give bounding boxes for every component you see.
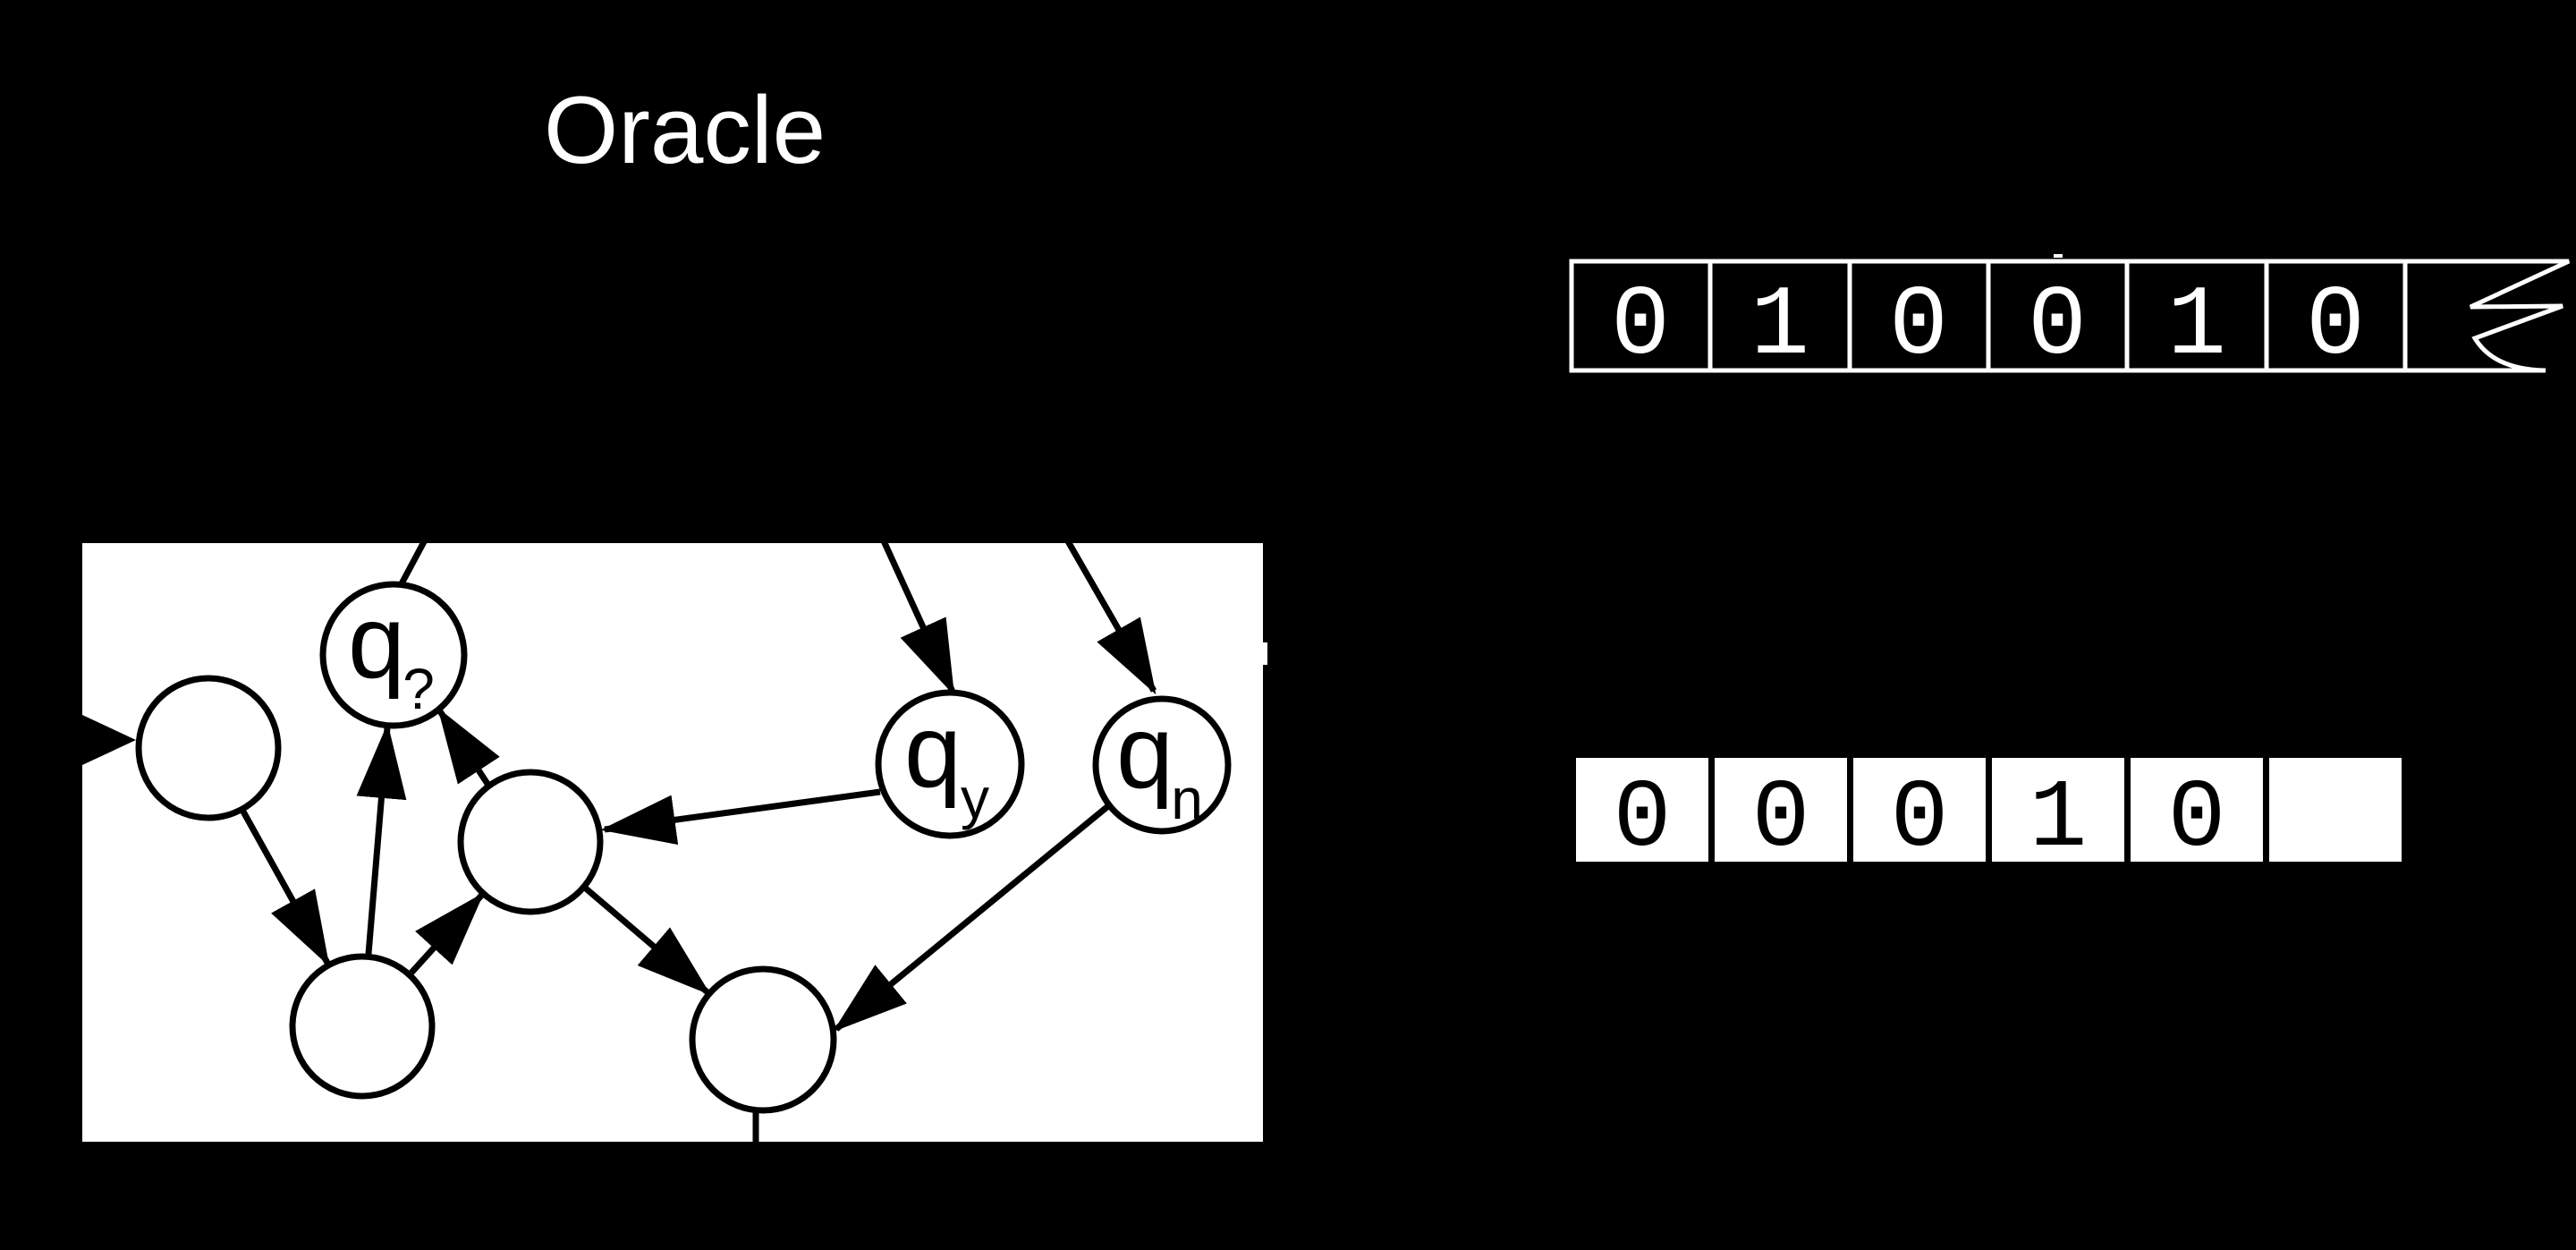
state-label-yes: q <box>904 694 962 809</box>
state-circle-no <box>1092 695 1232 835</box>
oracle-title: Oracle <box>544 76 826 183</box>
state-label-query-sub: ? <box>402 657 435 721</box>
query-tape-cell: 0 <box>1889 271 1948 383</box>
query-tape-outline <box>1569 259 2571 373</box>
query-tape-cell: 1 <box>1750 271 1809 383</box>
answer-tape-cell: 0 <box>1891 765 1949 872</box>
query-tape-cell: 1 <box>2167 271 2226 383</box>
answer-tape-cell: 1 <box>2029 765 2088 872</box>
query-tape-cell: 0 <box>1611 271 1670 383</box>
oracle-query-line <box>396 543 428 589</box>
state-circle-yes <box>875 689 1025 839</box>
start-arrow <box>82 715 136 765</box>
answer-tape-cells <box>1576 758 2402 862</box>
answer-tape-cell: 0 <box>1752 765 1810 872</box>
state-label-no-sub: n <box>1171 767 1203 831</box>
box-edge-artifact <box>1259 642 1267 665</box>
oracle-answer-arrow-no <box>1065 543 1157 695</box>
oracle-answer-arrow-yes <box>881 543 956 696</box>
state-label-yes-sub: y <box>961 766 989 830</box>
transition-arrow <box>356 723 407 955</box>
state-label-no: q <box>1116 695 1174 810</box>
state-circle-unlabeled-d <box>689 965 837 1114</box>
state-circle-unlabeled-b <box>289 953 436 1100</box>
transition-arrow <box>240 810 331 967</box>
state-circle-query <box>319 581 468 729</box>
answer-tape-cell: 0 <box>1614 765 1672 872</box>
transition-arrow <box>833 803 1112 1033</box>
query-tape-cell: 0 <box>2028 271 2087 383</box>
state-label-query: q <box>348 585 405 700</box>
state-circle-start <box>135 675 282 821</box>
state-circles <box>135 581 1232 1114</box>
answer-tape: 0 0 0 1 0 <box>1576 758 2402 872</box>
transition-arrow <box>409 892 485 975</box>
answer-tape-cell: 0 <box>2168 765 2226 872</box>
state-circle-unlabeled-c <box>457 769 604 915</box>
tape-speck-artifact <box>2054 254 2063 258</box>
query-tape-cell-dividers <box>1707 261 2408 370</box>
query-tape: 0 1 0 0 1 0 <box>1569 254 2571 383</box>
transition-arrow <box>600 788 881 846</box>
transition-arrow <box>437 707 500 786</box>
state-labels: q ? q y q n <box>348 585 1203 831</box>
transition-edges <box>82 543 1157 1143</box>
state-diagram: q ? q y q n <box>82 543 1267 1143</box>
query-tape-cell: 0 <box>2306 271 2365 383</box>
transition-arrow <box>583 886 711 996</box>
